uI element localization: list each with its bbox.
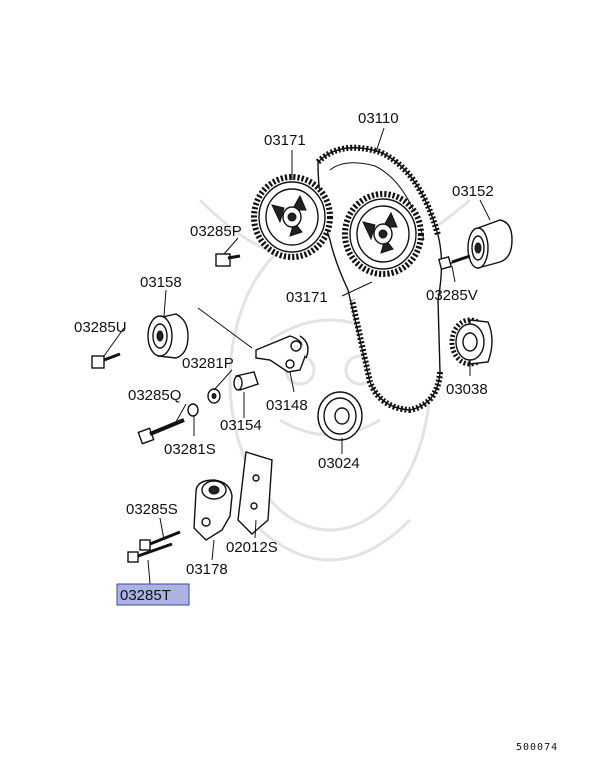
label-03171-upper[interactable]: 03171 [264,132,306,149]
washer-03281s[interactable] [187,403,199,417]
bolt-03285p[interactable] [215,253,241,267]
label-03285v[interactable]: 03285V [426,287,478,304]
label-03281p[interactable]: 03281P [182,355,234,372]
bolt-03285u[interactable] [91,352,121,369]
bolt-03285t[interactable] [127,542,173,563]
bolt-03285s[interactable] [139,530,181,551]
bolt-03285q[interactable] [137,418,185,445]
crank-sprocket[interactable] [449,317,493,367]
idler-pulley-left[interactable] [147,313,189,359]
label-03285q[interactable]: 03285Q [128,387,181,404]
crank-flange[interactable] [317,391,363,441]
selected-part-label[interactable]: 03285T [116,583,190,606]
label-03024[interactable]: 03024 [318,455,360,472]
selected-label-highlight [116,583,190,606]
bolt-03285v[interactable] [438,254,471,270]
label-03285u[interactable]: 03285U [74,319,127,336]
label-03285t[interactable]: 03285T [120,587,171,604]
diagram-code: 500074 [516,742,558,753]
label-02012s[interactable]: 02012S [226,539,278,556]
label-03154[interactable]: 03154 [220,417,262,434]
tensioner-arm[interactable] [255,335,309,373]
part-labels: 03110 03171 03152 03285P 03171 03285V 03… [74,110,494,578]
label-03281s[interactable]: 03281S [164,441,216,458]
label-03285p[interactable]: 03285P [190,223,242,240]
label-03158[interactable]: 03158 [140,274,182,291]
idler-pulley-right[interactable] [467,219,513,269]
cam-sprocket-left[interactable] [251,174,333,260]
label-03152[interactable]: 03152 [452,183,494,200]
tensioner-bracket[interactable] [237,451,273,535]
timing-belt[interactable] [315,144,443,414]
auto-tensioner[interactable] [193,479,233,541]
cam-sprocket-right[interactable] [342,191,424,277]
spacer-03154[interactable] [233,371,259,391]
leader-lines [103,127,491,585]
label-03038[interactable]: 03038 [446,381,488,398]
label-03171-lower[interactable]: 03171 [286,289,328,306]
label-03110[interactable]: 03110 [358,110,399,127]
label-03148[interactable]: 03148 [266,397,308,414]
washer-03281p[interactable] [207,388,221,404]
label-03178[interactable]: 03178 [186,561,228,578]
label-03285s[interactable]: 03285S [126,501,178,518]
